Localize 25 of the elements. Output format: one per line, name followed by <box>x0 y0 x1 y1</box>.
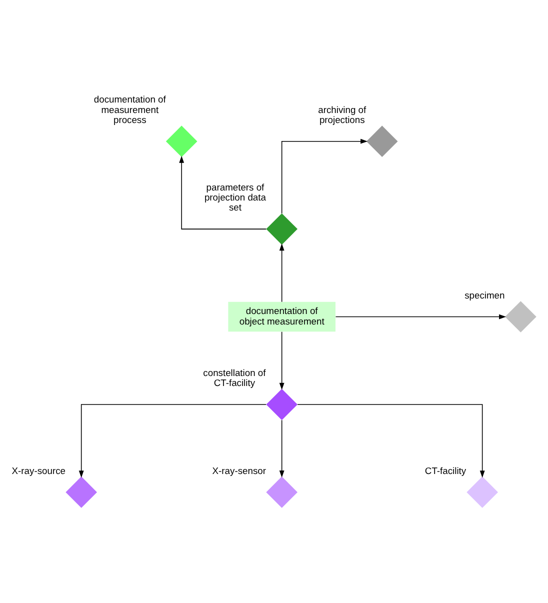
node-diamond <box>266 476 298 508</box>
node-diamond <box>505 301 536 332</box>
node-diamond <box>66 476 97 508</box>
node-diamond <box>366 126 398 157</box>
arrow <box>335 314 506 320</box>
node-label: constellation of CT-facility <box>203 366 266 388</box>
arrow <box>279 244 284 302</box>
arrow <box>279 420 284 478</box>
node-label: CT-facility <box>424 464 466 476</box>
node-diamond <box>166 126 198 157</box>
arrow <box>279 331 284 390</box>
node-label: X-ray-source <box>12 464 66 476</box>
node-label: archiving of projections <box>318 104 366 126</box>
node-box: documentation of object measurement <box>228 302 336 332</box>
arrow <box>281 138 368 214</box>
arrow <box>179 156 267 230</box>
node-label: X-ray-sensor <box>212 464 266 476</box>
node-diamond <box>266 213 298 245</box>
arrow <box>297 404 485 478</box>
node-diamond <box>266 388 298 420</box>
node-label: parameters of projection data set <box>204 181 266 213</box>
node-diamond <box>466 476 498 508</box>
arrow <box>78 404 266 478</box>
node-label: specimen <box>464 289 505 300</box>
node-label: documentation of measurement process <box>94 94 166 126</box>
